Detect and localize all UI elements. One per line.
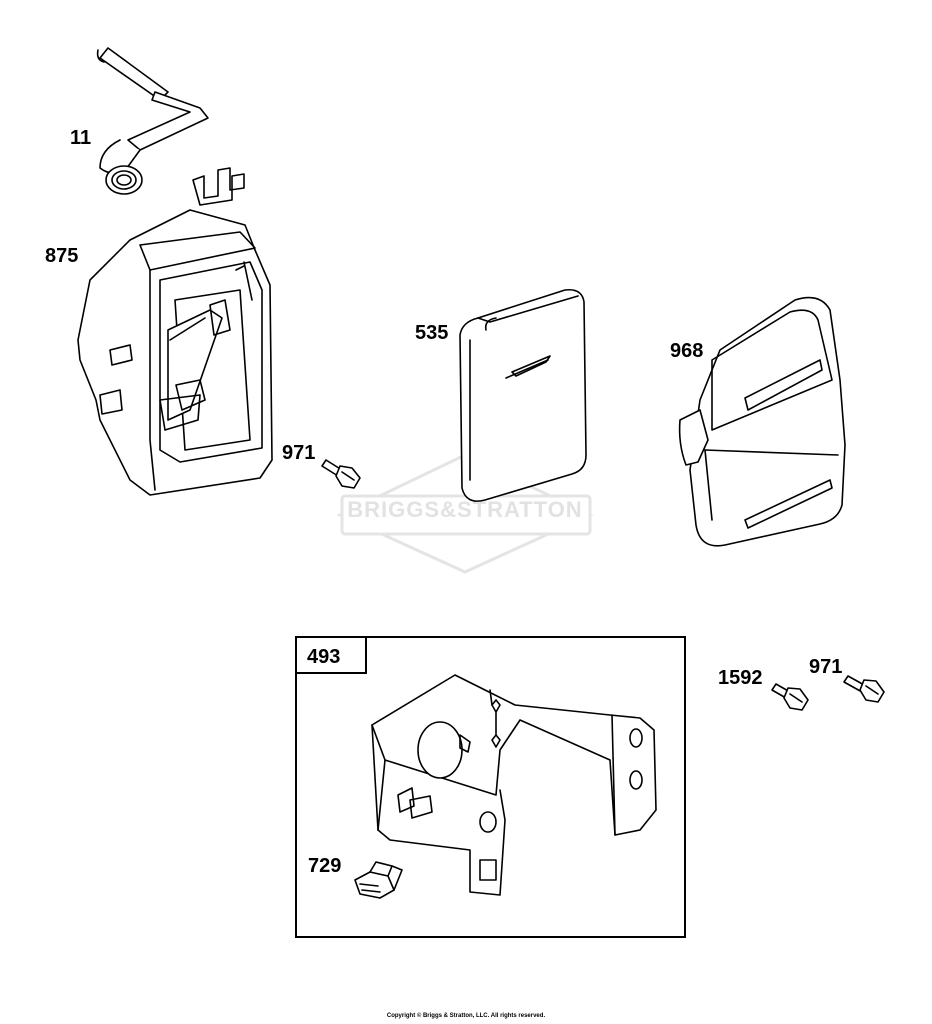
screw-1592-part bbox=[771, 683, 809, 711]
bracket-assembly-part bbox=[371, 674, 657, 896]
part-label-493: 493 bbox=[307, 646, 341, 668]
part-label-535: 535 bbox=[415, 322, 449, 344]
copyright-notice: Copyright © Briggs & Stratton, LLC. All … bbox=[386, 1013, 546, 1019]
screw-971-lower-part bbox=[843, 675, 885, 703]
air-cleaner-cover-part bbox=[678, 296, 846, 547]
assembly-callout-box: 493 bbox=[295, 636, 686, 938]
assembly-callout-tag: 493 bbox=[297, 638, 367, 674]
clip-part bbox=[354, 861, 403, 899]
part-label-729: 729 bbox=[308, 855, 342, 877]
part-label-971-lower: 971 bbox=[809, 656, 843, 678]
part-label-1592: 1592 bbox=[718, 667, 763, 689]
breather-tube-part bbox=[96, 47, 209, 195]
air-cleaner-base-part bbox=[77, 167, 273, 496]
part-label-968: 968 bbox=[670, 340, 704, 362]
part-label-11: 11 bbox=[70, 127, 92, 149]
part-label-875: 875 bbox=[45, 245, 79, 267]
air-filter-part bbox=[459, 288, 587, 502]
watermark-text: BRIGGS&STRATTON bbox=[347, 497, 583, 522]
part-label-971-upper: 971 bbox=[282, 442, 316, 464]
screw-971-upper-part bbox=[321, 459, 361, 489]
